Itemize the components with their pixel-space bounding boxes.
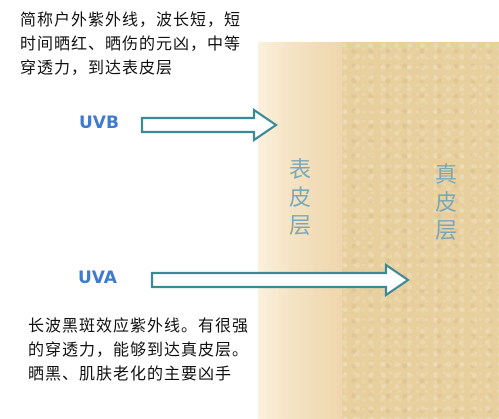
uvb-description: 简称户外紫外线，波长短，短时间晒红、晒伤的元凶，中等穿透力，到达表皮层 — [20, 10, 242, 77]
epidermis-layer — [258, 42, 342, 419]
dermis-layer — [342, 42, 499, 419]
uvb-label: UVB — [79, 113, 119, 133]
uva-description: 长波黑斑效应紫外线。有很强的穿透力，能够到达真皮层。晒黑、肌肤老化的主要凶手 — [28, 316, 250, 383]
uva-label: UVA — [78, 268, 117, 288]
uvb-arrow — [140, 107, 278, 143]
dermis-label: 真皮层 — [434, 163, 457, 244]
uva-arrow — [150, 262, 410, 298]
epidermis-label: 表皮层 — [288, 158, 311, 239]
